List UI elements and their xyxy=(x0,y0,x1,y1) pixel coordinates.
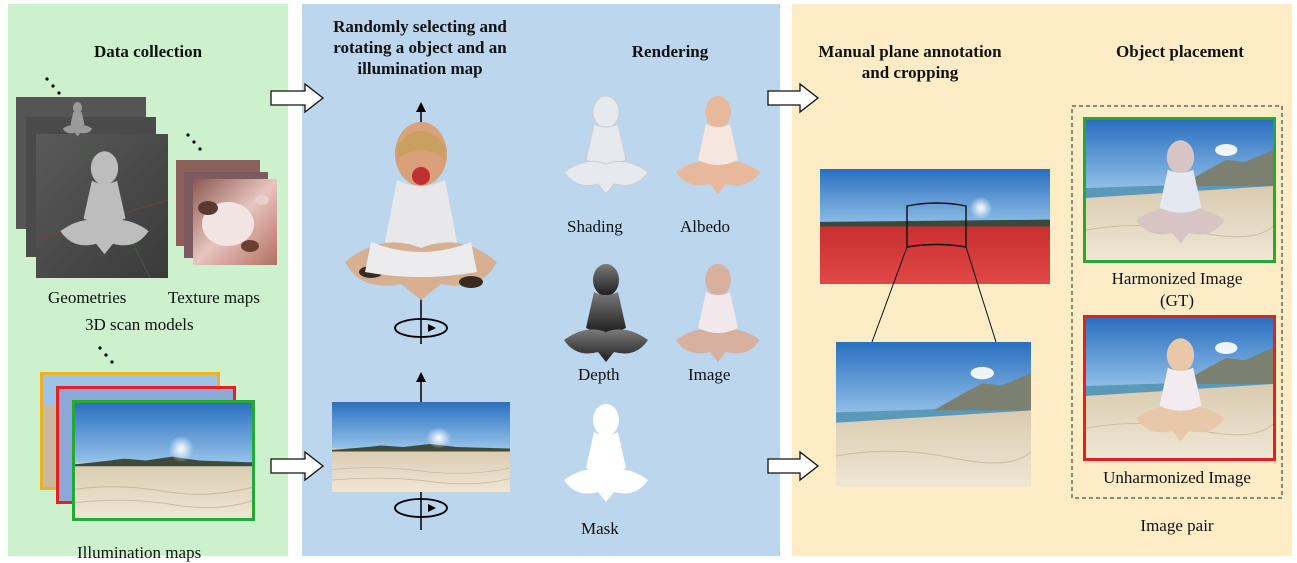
arrow-icon xyxy=(768,84,818,112)
arrow-icon xyxy=(768,452,818,480)
arrow-icon xyxy=(271,84,323,112)
arrow-icon xyxy=(271,452,323,480)
